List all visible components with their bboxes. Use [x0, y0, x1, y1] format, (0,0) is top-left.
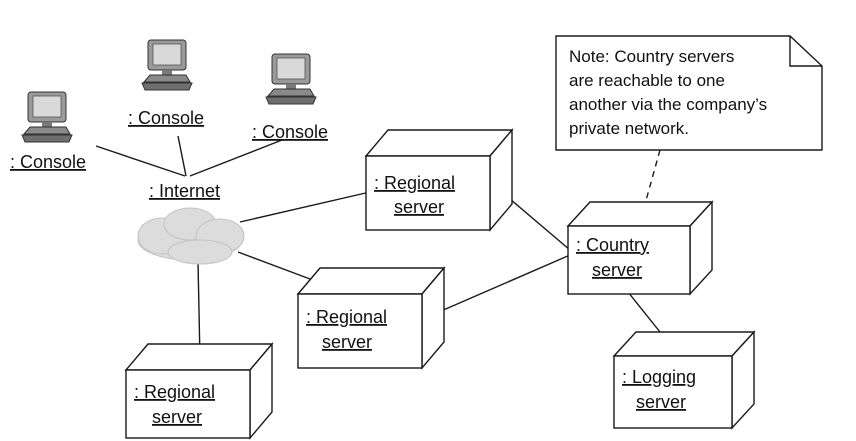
computer-icon [21, 91, 73, 143]
regional-top-line1: : Regional [374, 173, 455, 193]
logging-line2: server [636, 392, 686, 412]
console-middle: : Console [128, 39, 204, 128]
regional-top-line2: server [394, 197, 444, 217]
console-left: : Console [10, 91, 86, 172]
internet-label: : Internet [149, 181, 220, 201]
console-left-label: : Console [10, 152, 86, 172]
note-folded-corner [789, 36, 822, 67]
country-line2: server [592, 260, 642, 280]
note-anchor-line [644, 149, 661, 205]
node-country: : Country server [566, 200, 714, 296]
logging-line1: : Logging [622, 367, 696, 387]
link-regional-middle-country [424, 254, 571, 319]
note-line-3: another via the company’s [569, 95, 767, 114]
link-internet-regional-top [239, 191, 371, 223]
link-internet-regional-middle [237, 251, 319, 283]
node-regional-top: : Regional server [364, 128, 514, 232]
regional-middle-line2: server [322, 332, 372, 352]
note-line-1: Note: Country servers [569, 47, 734, 66]
country-line1: : Country [576, 235, 649, 255]
note-line-4: private network. [569, 119, 689, 138]
link-console-left-internet [95, 145, 186, 177]
regional-bottom-line2: server [152, 407, 202, 427]
console-middle-label: : Console [128, 108, 204, 128]
console-right: : Console [252, 53, 328, 142]
note: Note: Country servers are reachable to o… [555, 35, 823, 151]
console-right-label: : Console [252, 122, 328, 142]
link-console-right-internet [189, 139, 283, 177]
internet: : Internet [137, 181, 245, 265]
note-line-2: are reachable to one [569, 71, 725, 90]
node-regional-middle: : Regional server [296, 266, 446, 370]
regional-bottom-line1: : Regional [134, 382, 215, 402]
node-regional-bottom: : Regional server [124, 342, 274, 440]
computer-icon [141, 39, 193, 91]
computer-icon [265, 53, 317, 105]
link-console-middle-internet [177, 135, 187, 177]
node-logging: : Logging server [612, 330, 756, 430]
note-shape [555, 35, 823, 151]
regional-middle-line1: : Regional [306, 307, 387, 327]
cloud-icon [137, 207, 245, 265]
